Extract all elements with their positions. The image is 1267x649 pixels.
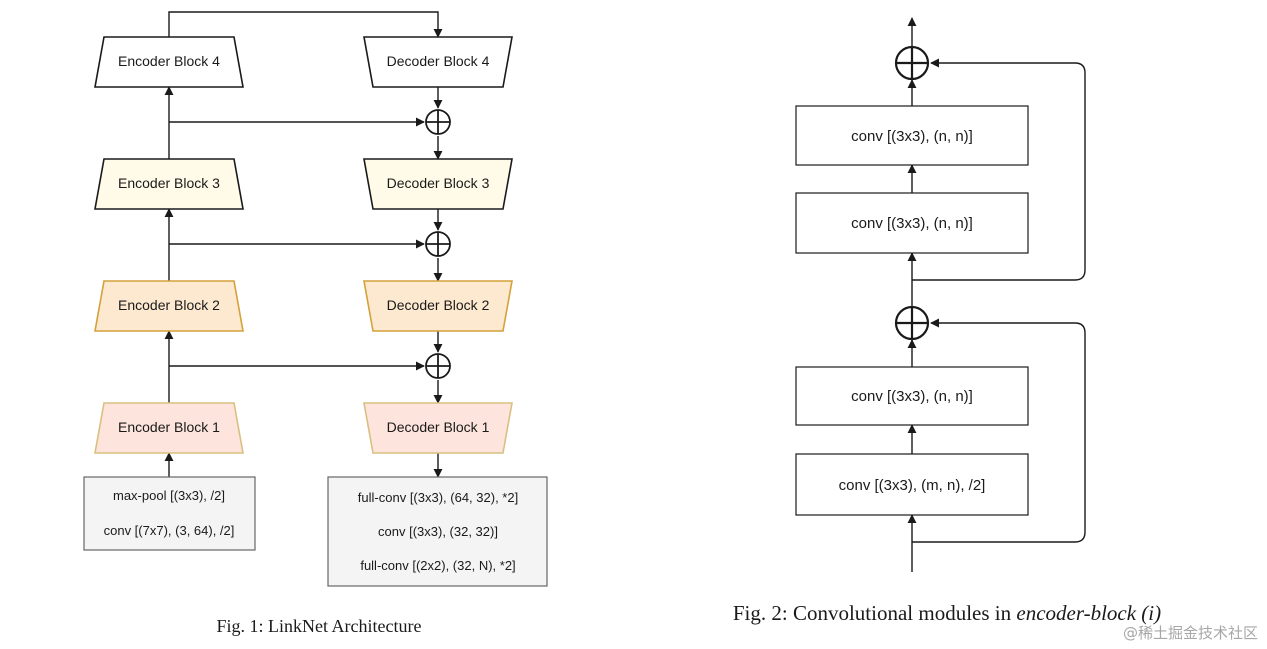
decoder-block-1: Decoder Block 1	[363, 402, 513, 454]
skip-connector-top	[168, 11, 443, 38]
output-head-rect	[327, 476, 548, 587]
fig1-caption: Fig. 1: LinkNet Architecture	[217, 616, 422, 636]
output-head-line-2: conv [(3x3), (32, 32)]	[378, 524, 498, 539]
decoder-block-label: Decoder Block 4	[387, 53, 490, 69]
decoder-block-shape	[363, 36, 513, 88]
residual-loop-upper	[912, 58, 1086, 281]
residual-loop-lower	[912, 318, 1086, 543]
encoder-block-shape	[94, 280, 244, 332]
input-stem-rect	[83, 476, 256, 551]
input-stem-line-2: conv [(7x7), (3, 64), /2]	[104, 523, 235, 538]
circle-plus-icon	[425, 353, 451, 379]
output-head-line-3: full-conv [(2x2), (32, N), *2]	[360, 558, 515, 573]
conv-block-4: conv [(3x3), (n, n)]	[795, 105, 1029, 166]
encoder-block-shape	[94, 36, 244, 88]
circle-plus-icon	[425, 231, 451, 257]
conv-block-rect	[795, 453, 1029, 516]
conv-block-rect	[795, 105, 1029, 166]
conv-block-rect	[795, 366, 1029, 426]
encoder-block-label: Encoder Block 1	[118, 419, 220, 435]
conv-block-rect	[795, 192, 1029, 254]
output-head-box: full-conv [(3x3), (64, 32), *2] conv [(3…	[327, 476, 548, 587]
fig2-caption-italic: encoder-block (i)	[1016, 601, 1161, 625]
decoder-block-label: Decoder Block 2	[387, 297, 490, 313]
decoder-block-2: Decoder Block 2	[363, 280, 513, 332]
fig2-diagram: conv [(3x3), (n, n)] conv [(3x3), (n, n)…	[733, 17, 1161, 625]
decoder-block-label: Decoder Block 1	[387, 419, 490, 435]
decoder-block-shape	[363, 280, 513, 332]
encoder-block-label: Encoder Block 3	[118, 175, 220, 191]
conv-block-label: conv [(3x3), (n, n)]	[851, 128, 973, 145]
encoder-block-3: Encoder Block 3	[94, 158, 244, 210]
watermark-text: @稀土掘金技术社区	[1123, 624, 1258, 642]
conv-block-3: conv [(3x3), (n, n)]	[795, 192, 1029, 254]
encoder-block-2: Encoder Block 2	[94, 280, 244, 332]
encoder-block-label: Encoder Block 2	[118, 297, 220, 313]
fig2-caption: Fig. 2: Convolutional modules in encoder…	[733, 601, 1161, 625]
conv-block-2: conv [(3x3), (n, n)]	[795, 366, 1029, 426]
fig2-caption-prefix: Fig. 2: Convolutional modules in	[733, 601, 1017, 625]
encoder-block-label: Encoder Block 4	[118, 53, 220, 69]
decoder-block-4: Decoder Block 4	[363, 36, 513, 88]
input-stem-box: max-pool [(3x3), /2] conv [(7x7), (3, 64…	[83, 476, 256, 551]
fig1-diagram: Encoder Block 4 Encoder Block 3 Encoder …	[83, 11, 548, 636]
decoder-block-label: Decoder Block 3	[387, 175, 490, 191]
decoder-block-3: Decoder Block 3	[363, 158, 513, 210]
encoder-block-4: Encoder Block 4	[94, 36, 244, 88]
input-stem-line-1: max-pool [(3x3), /2]	[113, 488, 225, 503]
decoder-block-shape	[363, 402, 513, 454]
encoder-block-shape	[94, 158, 244, 210]
conv-block-label: conv [(3x3), (m, n), /2]	[839, 477, 986, 494]
conv-block-1: conv [(3x3), (m, n), /2]	[795, 453, 1029, 516]
circle-plus-icon	[894, 45, 930, 81]
circle-plus-icon	[425, 109, 451, 135]
conv-block-label: conv [(3x3), (n, n)]	[851, 388, 973, 405]
output-head-line-1: full-conv [(3x3), (64, 32), *2]	[358, 490, 518, 505]
encoder-block-1: Encoder Block 1	[94, 402, 244, 454]
decoder-block-shape	[363, 158, 513, 210]
encoder-block-shape	[94, 402, 244, 454]
fig2-connectors	[907, 17, 1086, 572]
fig1-connectors	[164, 11, 443, 478]
circle-plus-icon	[894, 305, 930, 341]
conv-block-label: conv [(3x3), (n, n)]	[851, 215, 973, 232]
